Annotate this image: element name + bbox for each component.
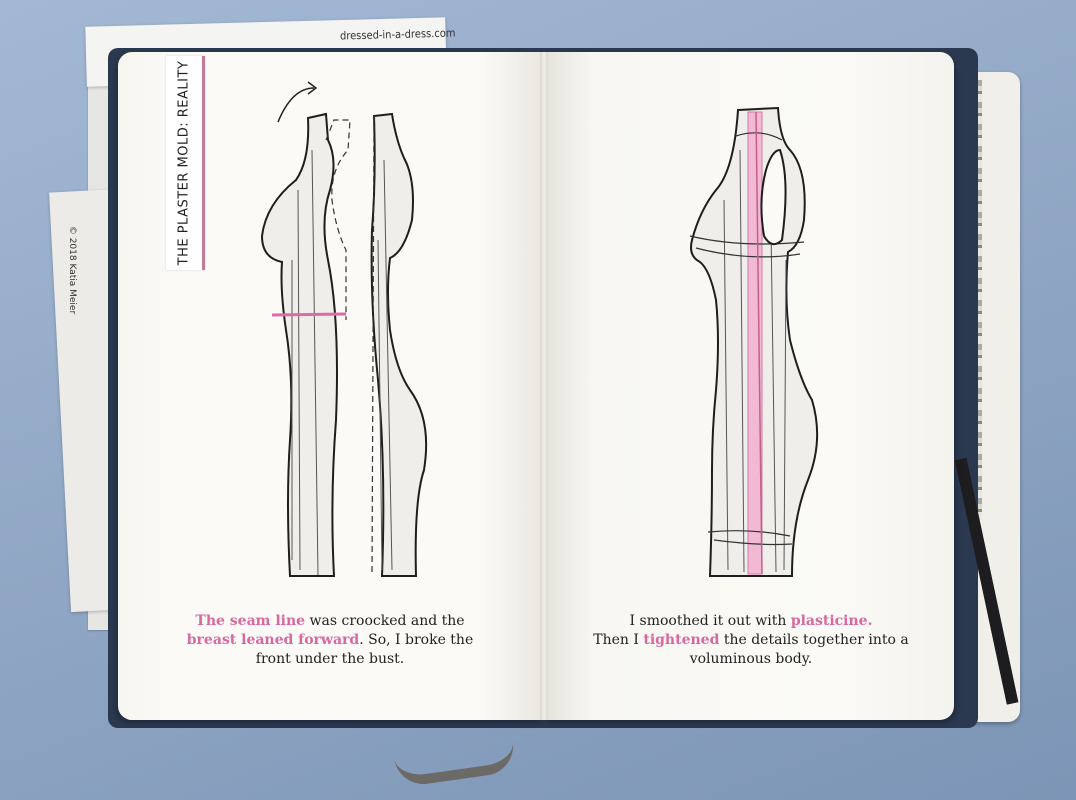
caption-text: . So, I broke the bbox=[359, 632, 474, 648]
mold-front-half bbox=[260, 112, 338, 577]
left-caption: The seam line was croocked and the breas… bbox=[180, 612, 480, 669]
highlight-seam-line: The seam line bbox=[195, 613, 306, 629]
caption-text: Then I bbox=[593, 632, 644, 648]
plasticine-strip bbox=[747, 111, 763, 575]
highlight-plasticine: plasticine. bbox=[790, 613, 873, 629]
highlight-tightened: tightened bbox=[643, 632, 720, 648]
right-caption: I smoothed it out with plasticine. Then … bbox=[586, 612, 916, 669]
caption-text: was croocked and the bbox=[305, 613, 465, 629]
caption-text: I smoothed it out with bbox=[629, 613, 791, 629]
page-title-tag: THE PLASTER MOLD: REALITY bbox=[166, 56, 205, 270]
caption-text: the details together into a bbox=[719, 632, 909, 648]
seam-line-marker bbox=[271, 312, 347, 317]
caption-text: front under the bust. bbox=[255, 651, 405, 667]
highlight-breast: breast leaned forward bbox=[186, 632, 360, 648]
rotate-arrow-icon bbox=[277, 87, 315, 123]
caption-text: voluminous body. bbox=[689, 651, 813, 667]
gutter bbox=[540, 52, 548, 720]
